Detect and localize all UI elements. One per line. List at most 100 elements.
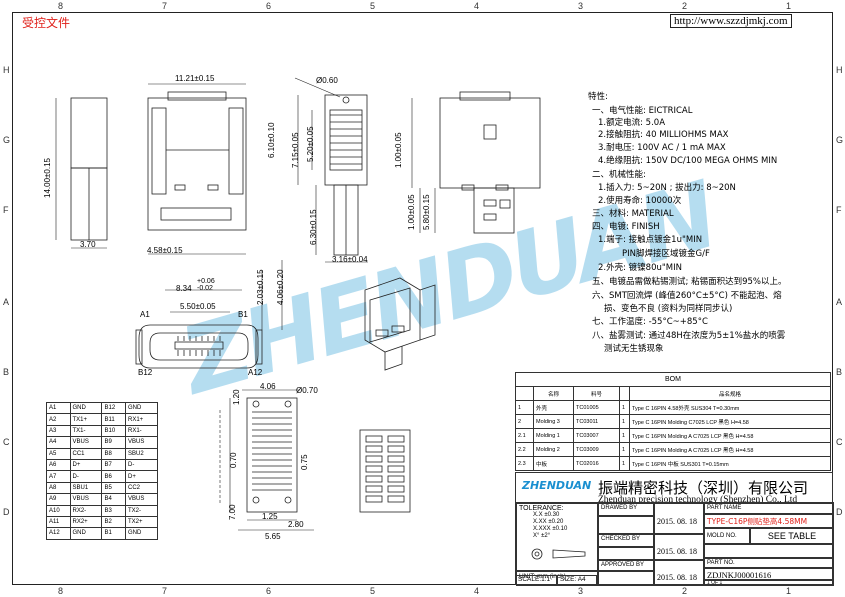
zone-left-g: G <box>3 135 11 145</box>
dim-width-5-50: 5.50±0.05 <box>180 302 216 311</box>
pin-cell: B4 <box>101 493 126 506</box>
bom-cell: Type C 16PIN 4.58外壳 SUS304 T=0.30mm <box>629 400 831 415</box>
pin-cell: GND <box>69 401 103 415</box>
checked-by-label: CHECKED BY <box>598 534 654 547</box>
dim-height-4-06: 4.06±0.20 <box>276 269 285 305</box>
pin-cell: B6 <box>101 470 126 483</box>
label-a1: A1 <box>140 310 150 319</box>
pin-cell: TX1- <box>69 424 103 438</box>
zone-top-1: 1 <box>786 1 792 11</box>
spec-line-8: 2.使用寿命: 10000次 <box>598 196 682 206</box>
spec-line-4: 3.耐电压: 100V AC / 1 mA MAX <box>598 143 726 153</box>
company-logo: ZHENDUAN <box>522 479 592 492</box>
bom-cell: TC03011 <box>573 414 620 429</box>
zone-right-b: B <box>836 367 843 377</box>
unit-box: UNIT: mm (inch) <box>516 571 598 586</box>
pin-cell: CC2 <box>124 481 159 495</box>
unit-value: mm (inch) <box>537 573 566 580</box>
pin-cell: D- <box>69 470 103 483</box>
bom-cell: 1 <box>619 400 630 415</box>
spec-line-7: 1.插入力: 5~20N ; 拔出力: 8~20N <box>598 183 736 193</box>
spec-line-17: 七、工作温度: -55°C~+85°C <box>592 317 708 327</box>
bom-cell: 1 <box>619 414 630 429</box>
label-b1-top: B1 <box>238 310 248 319</box>
pin-cell: A2 <box>46 413 71 426</box>
spec-line-11: 1.端子: 接触点镀金1u"MIN <box>598 235 703 245</box>
dim-tolerance-8-34: +0.06 -0.02 <box>197 278 215 292</box>
size-value: A4 <box>577 576 586 583</box>
zone-right-f: F <box>836 205 842 215</box>
zone-right-d: D <box>836 507 843 517</box>
dim-height-6-30: 6.30±0.15 <box>309 209 318 245</box>
part-no-label: PART NO. <box>704 558 834 568</box>
tolerance-line: X.XXX ±0.10 <box>533 526 568 532</box>
pin-cell: A3 <box>46 424 71 438</box>
bom-cell: 1 <box>619 442 630 457</box>
company-name-cn: 振端精密科技（深圳）有限公司 <box>598 479 809 497</box>
bom-cell: TC01005 <box>573 400 620 415</box>
bom-cell: Type C 16PIN Molding A C7025 LCP 黑色 H=4.… <box>629 442 831 457</box>
spec-line-9: 三、材料: MATERIAL <box>592 209 674 219</box>
size-box: SIZE: A4 <box>557 575 597 585</box>
dim-height-5-80: 5.80±0.15 <box>422 194 431 230</box>
company-url[interactable]: http://www.szzdjmkj.com <box>670 14 792 28</box>
bom-cell: TC03007 <box>573 428 620 443</box>
side-view <box>439 91 541 234</box>
pin-cell: CC1 <box>69 447 103 460</box>
label-b12: B12 <box>138 368 153 377</box>
pin-cell: GND <box>69 527 103 540</box>
bom-cell: Type C 16PIN Molding A C7025 LCP 黑色 H=4.… <box>629 428 831 443</box>
mold-no-label: MOLD NO. <box>704 528 750 544</box>
zone-right-g: G <box>836 135 844 145</box>
pin-numbering-diagram <box>359 429 411 513</box>
bom-cell: Molding 2 <box>533 442 574 457</box>
bom-cell: 2.3 <box>515 456 534 471</box>
bom-cell: Molding 3 <box>533 414 574 429</box>
pin-cell: TX1+ <box>69 413 103 426</box>
dim-height-1-00-b: 1.00±0.05 <box>407 194 416 230</box>
dim-height-2-03: 2.03±0.15 <box>256 269 265 305</box>
dim-height-5-20: 5.20±0.05 <box>306 126 315 162</box>
pin-cell: A1 <box>46 401 71 415</box>
controlled-document-stamp: 受控文件 <box>22 16 71 30</box>
pin-cell: B2 <box>101 515 126 529</box>
approved-by-label: APPROVED BY <box>598 560 654 571</box>
part-name-value: TYPE-C16P侧贴垫高4.58MM <box>704 514 834 528</box>
bom-header-cell: 品名规格 <box>629 386 831 401</box>
bom-header-cell: 料号 <box>573 386 620 401</box>
bom-cell: Type C 16PIN Molding C7025 LCP 黑色 H=4.58 <box>629 414 831 429</box>
tolerance-box: TOLERANCE: X.X ±0.30 X.XX ±0.20 X.XXX ±0… <box>516 503 598 571</box>
approved-by-signature <box>598 571 654 586</box>
unit-label: UNIT: <box>519 573 536 580</box>
tolerance-line: X.XX ±0.20 <box>533 519 564 525</box>
dim-height-6-10: 6.10±0.10 <box>267 122 276 158</box>
dim-diameter-0-70: Ø0.70 <box>296 386 318 395</box>
pin-cell: B10 <box>101 424 126 438</box>
cavity-view <box>135 324 263 369</box>
spec-line-5: 4.绝缘阻抗: 150V DC/100 MEGA OHMS MIN <box>598 156 778 166</box>
zone-top-5: 5 <box>370 1 376 11</box>
pin-cell: A11 <box>46 515 71 529</box>
front-view <box>70 91 247 241</box>
dim-width-5-65: 5.65 <box>265 532 281 541</box>
bom-cell: 1 <box>619 456 630 471</box>
projection-symbol-icon <box>531 548 586 560</box>
tolerance-label: TOLERANCE: <box>519 505 564 512</box>
spec-line-6: 二、机械性能: <box>592 170 646 180</box>
top-view <box>324 94 368 256</box>
pin-cell: TX2+ <box>124 515 159 529</box>
dim-width-2-80: 2.80 <box>288 520 304 529</box>
pin-cell: A4 <box>46 436 71 449</box>
company-header: ZHENDUAN 振端精密科技（深圳）有限公司 Zhenduan precisi… <box>516 473 834 503</box>
checked-date: 2015. 08. 18 <box>654 534 704 560</box>
spec-line-14: 五、电镀品需做粘锡测试; 粘锡面积达到95%以上。 <box>592 277 787 287</box>
